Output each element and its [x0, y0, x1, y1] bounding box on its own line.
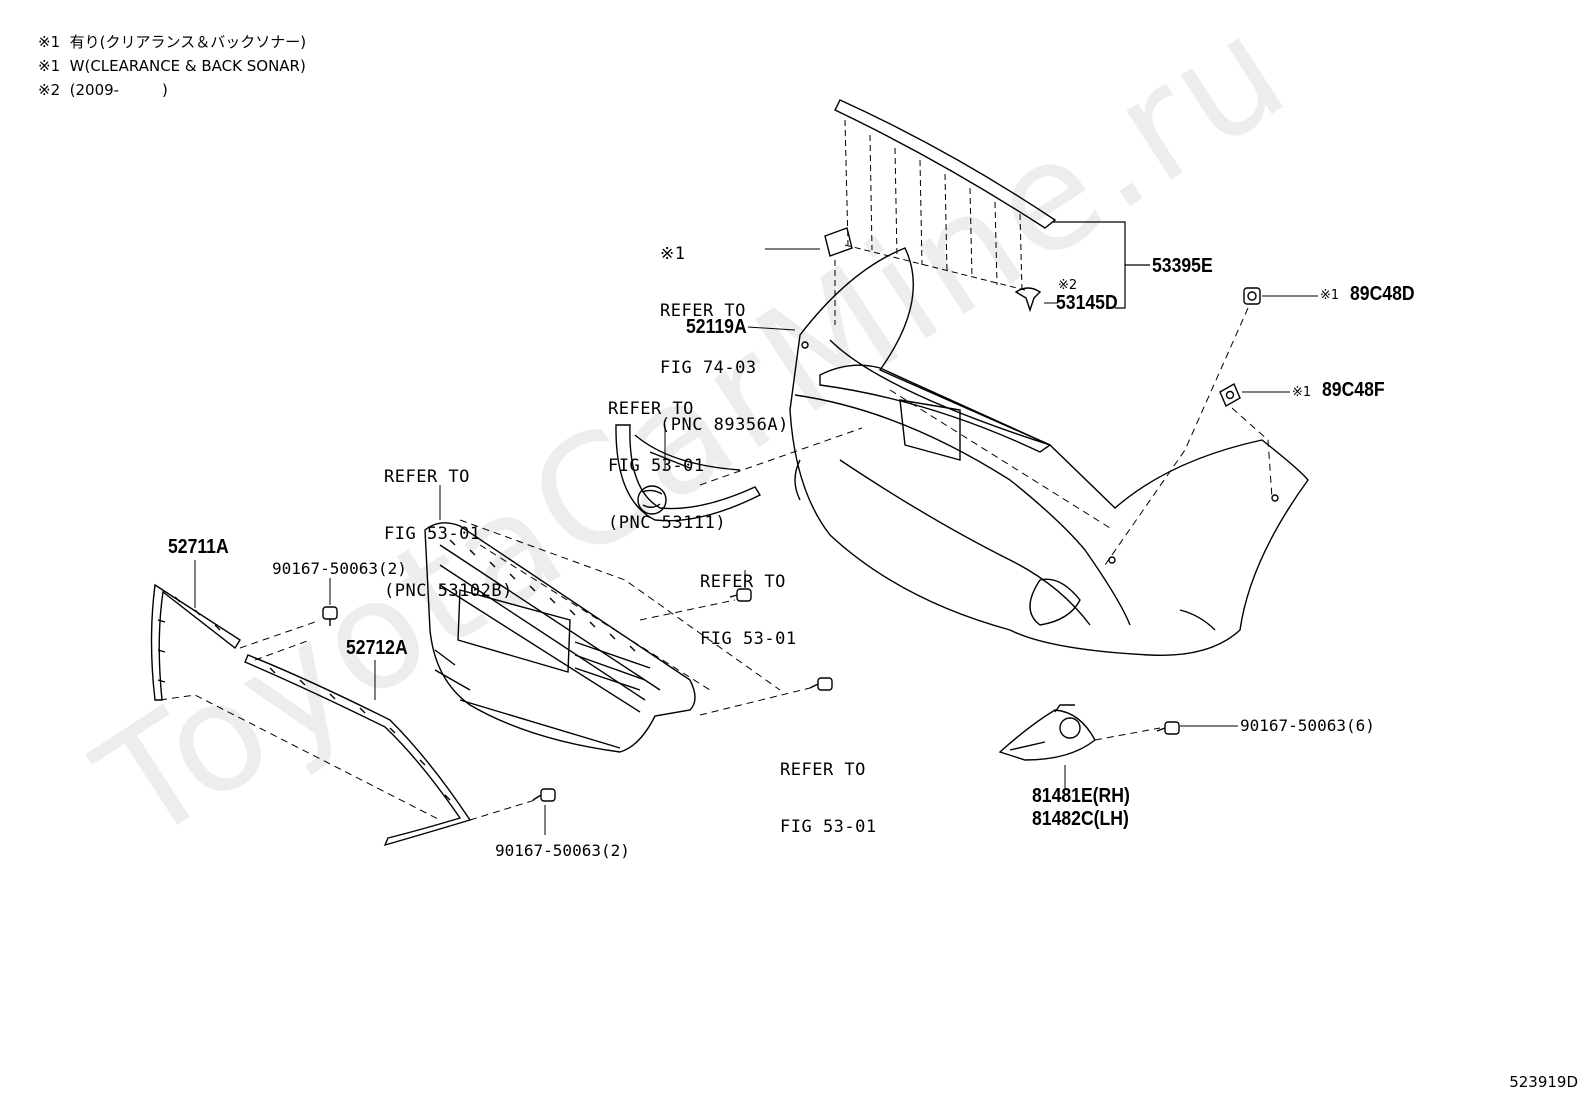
callout-refer-53-01-a: REFER TO FIG 53-01	[700, 535, 797, 668]
molding-52711a[interactable]	[150, 583, 241, 701]
note-line-3: ※2 (2009- )	[38, 81, 168, 99]
clip-90167-right[interactable]	[1156, 721, 1180, 735]
callout-line: REFER TO	[608, 399, 694, 419]
callout-refer-53111: REFER TO FIG 53-01 (PNC 53111)	[608, 362, 726, 552]
note-89c48f: ※1	[1292, 385, 1312, 400]
part-89c48f[interactable]: 89C48F	[1322, 379, 1385, 401]
callout-line: FIG 53-01	[608, 456, 705, 476]
sensor-cover-89356a[interactable]	[824, 227, 853, 257]
callout-refer-74-03: ※1 REFER TO FIG 74-03 (PNC 89356A)	[660, 207, 789, 454]
emblem-bracket-53111[interactable]	[615, 424, 762, 522]
part-clip-top[interactable]: 90167-50063(2)	[272, 559, 407, 578]
nut-89c48f[interactable]	[1219, 383, 1241, 407]
part-81482c[interactable]: 81482C(LH)	[1032, 808, 1129, 830]
callout-note: ※1	[660, 244, 686, 264]
callout-line: REFER TO	[384, 467, 470, 487]
part-clip-bottom[interactable]: 90167-50063(2)	[495, 841, 630, 860]
note-89c48d: ※1	[1320, 288, 1340, 303]
note-line-2: ※1 W(CLEARANCE & BACK SONAR)	[38, 57, 306, 75]
part-89c48d[interactable]: 89C48D	[1350, 283, 1415, 305]
callout-line: (PNC 89356A)	[660, 415, 789, 435]
clip-53145d[interactable]	[1014, 287, 1042, 313]
note-53145d: ※2	[1058, 278, 1078, 293]
absorber-strip-53395e[interactable]	[834, 99, 1057, 291]
figure-id: 523919D	[1509, 1073, 1578, 1091]
part-81481e[interactable]: 81481E(RH)	[1032, 785, 1130, 807]
clip-90167-top[interactable]	[322, 606, 338, 626]
fog-cover-81481e[interactable]	[998, 704, 1096, 761]
part-52711a[interactable]: 52711A	[168, 536, 229, 558]
clip-90167-bottom[interactable]	[532, 788, 556, 802]
callout-refer-53-01-b: REFER TO FIG 53-01	[780, 723, 877, 856]
part-52119a[interactable]: 52119A	[686, 316, 747, 338]
callout-line: FIG 53-01	[384, 524, 481, 544]
note-line-1: ※1 有り(クリアランス＆バックソナー)	[38, 33, 307, 51]
nut-89c48d[interactable]	[1243, 287, 1261, 305]
callout-line: REFER TO	[660, 301, 746, 321]
callout-line: REFER TO	[780, 760, 866, 780]
part-53145d[interactable]: 53145D	[1056, 292, 1118, 314]
callout-line: FIG 53-01	[700, 629, 797, 649]
callout-line: (PNC 53111)	[608, 513, 727, 533]
callout-line: FIG 53-01	[780, 817, 877, 837]
clip-90167-grille-a[interactable]	[729, 588, 752, 602]
molding-52712a[interactable]	[244, 654, 472, 847]
radiator-grille-53102b[interactable]	[424, 522, 696, 753]
clip-90167-grille-b[interactable]	[809, 677, 833, 691]
callout-refer-53102b: REFER TO FIG 53-01 (PNC 53102B)	[384, 430, 513, 620]
part-52712a[interactable]: 52712A	[346, 637, 408, 659]
part-53395e[interactable]: 53395E	[1152, 255, 1213, 277]
header-notes: ※1 有り(クリアランス＆バックソナー) ※1 W(CLEARANCE & BA…	[38, 30, 306, 102]
part-clip-right[interactable]: 90167-50063(6)	[1240, 716, 1375, 735]
callout-line: REFER TO	[700, 572, 786, 592]
callout-line: (PNC 53102B)	[384, 581, 513, 601]
bumper-cover-52119a[interactable]	[789, 247, 1309, 656]
callout-line: FIG 74-03	[660, 358, 757, 378]
